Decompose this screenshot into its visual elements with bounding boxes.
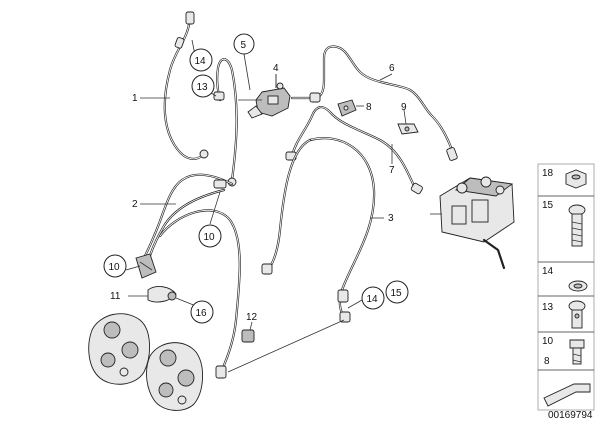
- screw-icon: [569, 339, 585, 365]
- callout-16: 16: [190, 300, 214, 324]
- callout-9: 9: [401, 102, 407, 113]
- callout-3-text: 3: [388, 213, 394, 224]
- callout-14-upper-text: 14: [195, 56, 207, 67]
- callout-11: 11: [110, 291, 121, 302]
- plug-11: [147, 286, 177, 303]
- callout-5: 5: [233, 33, 255, 55]
- callout-10-lower: 10: [103, 254, 127, 278]
- callout-8: 8: [366, 102, 372, 113]
- callout-7: 7: [389, 165, 395, 176]
- banjo-bolt-icon: [568, 300, 586, 329]
- lower-pipe: [227, 319, 345, 373]
- brake-distributor-4: [247, 74, 291, 119]
- bolt-icon: [568, 204, 586, 247]
- callout-9-text: 9: [401, 102, 407, 113]
- callout-8-text: 8: [366, 102, 372, 113]
- brake-line-6: [290, 45, 458, 161]
- brake-hose-front-right: [158, 209, 241, 379]
- callout-11-text: 11: [110, 291, 121, 302]
- callout-10-lower-text: 10: [109, 262, 121, 273]
- legend-label-14: 14: [542, 266, 554, 277]
- brake-line-1: [163, 11, 209, 160]
- callout-4: 4: [273, 63, 279, 74]
- legend-label-8: 8: [544, 356, 550, 367]
- callout-5-text: 5: [241, 40, 247, 51]
- hose-fitting-10: [135, 253, 157, 279]
- callout-2: 2: [132, 199, 138, 210]
- callout-6: 6: [389, 63, 395, 74]
- callout-15: 15: [385, 280, 409, 304]
- direction-arrow-icon: [543, 383, 591, 407]
- callout-14-lower-text: 14: [367, 294, 379, 305]
- callout-13-text: 13: [197, 82, 209, 93]
- legend-label-10: 10: [542, 336, 554, 347]
- callout-12: 12: [246, 312, 258, 323]
- reference-number: 00169794: [548, 410, 593, 421]
- callout-10-upper: 10: [198, 224, 222, 248]
- callout-16-text: 16: [196, 308, 208, 319]
- leader-lines: [125, 39, 407, 331]
- nut-icon: [565, 169, 587, 189]
- abs-pressure-modulator: [430, 176, 515, 270]
- legend-column: 18 15 14 13 10 8: [537, 163, 595, 411]
- brake-hose-upper: [213, 58, 238, 187]
- callout-4-text: 4: [273, 63, 279, 74]
- cap-12: [241, 329, 255, 343]
- callout-6-text: 6: [389, 63, 395, 74]
- brake-line-2: [140, 173, 234, 264]
- callout-1: 1: [132, 93, 138, 104]
- legend-label-13: 13: [542, 302, 554, 313]
- callout-10-upper-text: 10: [204, 232, 216, 243]
- callout-2-text: 2: [132, 199, 138, 210]
- brake-line-7: [285, 106, 423, 195]
- brake-caliper-front: [88, 313, 150, 385]
- callout-14-upper: 14: [189, 48, 213, 72]
- legend-label-18: 18: [542, 168, 554, 179]
- washer-icon: [568, 280, 588, 292]
- brake-caliper-rear: [146, 342, 203, 411]
- callout-3: 3: [388, 213, 394, 224]
- bracket-9: [397, 123, 419, 135]
- legend-label-15: 15: [542, 200, 554, 211]
- callout-7-text: 7: [389, 165, 395, 176]
- pipe-clip-8: [337, 99, 357, 117]
- callout-15-text: 15: [391, 288, 403, 299]
- callout-14-lower: 14: [361, 286, 385, 310]
- callout-1-text: 1: [132, 93, 138, 104]
- callout-13: 13: [191, 74, 215, 98]
- brake-line-3: [261, 137, 376, 323]
- callout-12-text: 12: [246, 312, 258, 323]
